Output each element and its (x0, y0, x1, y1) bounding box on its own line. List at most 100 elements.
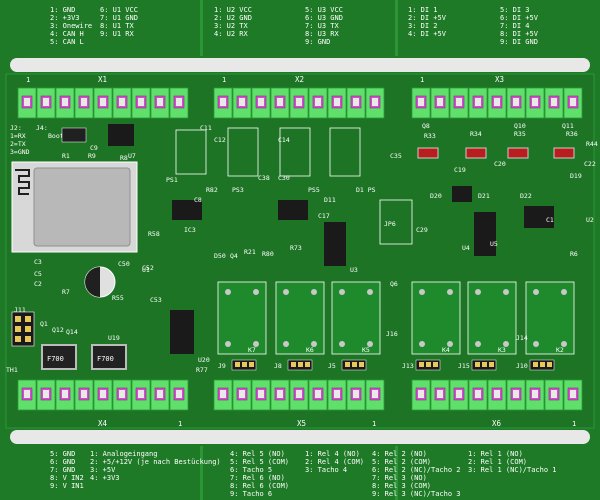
fuse-f700-1: F700 (41, 344, 77, 370)
jumper-j9[interactable]: J9 (218, 359, 257, 371)
ic-chip (108, 124, 134, 146)
terminal-screw[interactable] (112, 379, 132, 411)
relay-k6: K6 (275, 281, 325, 355)
terminal-screw[interactable] (449, 379, 469, 411)
terminal-screw[interactable] (506, 379, 526, 411)
jumper-j5[interactable]: J5 (328, 359, 367, 371)
terminal-screw[interactable] (93, 87, 113, 119)
ref-label: Q6 (390, 280, 398, 288)
terminal-blocks-bottom (17, 379, 583, 411)
terminal-screw[interactable] (150, 87, 170, 119)
jumper-j15[interactable]: J15 (458, 359, 497, 371)
relay-jumper-row: J9 J8 J5 J13 J15 J10 (218, 359, 555, 371)
terminal-screw[interactable] (55, 87, 75, 119)
header-j11[interactable] (11, 311, 35, 347)
terminal-screw[interactable] (449, 87, 469, 119)
pinout-line: 3: Onewire (50, 22, 92, 30)
ref-jp6: JP6 (384, 220, 396, 228)
terminal-screw[interactable] (131, 379, 151, 411)
terminal-screw[interactable] (365, 87, 385, 119)
terminal-screw[interactable] (169, 87, 189, 119)
ic-chip (170, 310, 194, 354)
pinout-line: 6: GND (50, 458, 75, 466)
terminal-block-x5 (213, 379, 385, 411)
terminal-screw[interactable] (36, 379, 56, 411)
terminal-screw[interactable] (525, 87, 545, 119)
terminal-screw[interactable] (506, 87, 526, 119)
terminal-screw[interactable] (487, 379, 507, 411)
ref-label: C11 (200, 124, 212, 132)
pinout-line: 3: DI 2 (408, 22, 438, 30)
ref-label: D19 (570, 172, 582, 180)
terminal-screw[interactable] (74, 87, 94, 119)
pinout-line: 1: Rel 1 (NO) (468, 450, 523, 458)
pinout-line: 9: Tacho 6 (230, 490, 272, 498)
ic-chip (452, 186, 472, 202)
ic-chip (278, 200, 308, 220)
terminal-screw[interactable] (525, 379, 545, 411)
pinout-line: 4: Rel 5 (NO) (230, 450, 285, 458)
terminal-screw[interactable] (327, 87, 347, 119)
terminal-screw[interactable] (430, 379, 450, 411)
terminal-screw[interactable] (251, 379, 271, 411)
ic-chip (324, 222, 346, 266)
terminal-screw[interactable] (563, 379, 583, 411)
terminal-screw[interactable] (289, 87, 309, 119)
terminal-screw[interactable] (468, 87, 488, 119)
bottom-pinout-group-1: 1: Analogeingang 2: +5/+12V (je nach Bes… (90, 450, 221, 482)
terminal-screw[interactable] (213, 87, 233, 119)
terminal-screw[interactable] (411, 87, 431, 119)
terminal-screw[interactable] (544, 379, 564, 411)
terminal-screw[interactable] (213, 379, 233, 411)
terminal-screw[interactable] (468, 379, 488, 411)
terminal-screw[interactable] (346, 379, 366, 411)
terminal-screw[interactable] (131, 87, 151, 119)
pinout-line: 4: DI +5V (408, 30, 447, 38)
jumper-j8[interactable]: J8 (274, 359, 313, 371)
pinout-line: 9: DI GND (500, 38, 538, 46)
ref-label: C52 (142, 264, 154, 272)
terminal-screw[interactable] (232, 379, 252, 411)
terminal-screw[interactable] (563, 87, 583, 119)
ref-label: U3 (350, 266, 358, 274)
jumper-j4[interactable] (61, 127, 87, 143)
power-supply-modules (175, 127, 361, 177)
terminal-screw[interactable] (232, 87, 252, 119)
terminal-screw[interactable] (112, 87, 132, 119)
pinout-line: 7: U3 TX (305, 22, 340, 30)
terminal-screw[interactable] (346, 87, 366, 119)
ref-label: U7 (128, 152, 136, 160)
terminal-screw[interactable] (93, 379, 113, 411)
terminal-screw[interactable] (270, 87, 290, 119)
pinout-line: 6: U1 VCC (100, 6, 138, 14)
ref-label: U20 (198, 356, 210, 364)
top-pinout-group-1: 6: U1 VCC 7: U1 GND 8: U1 TX 9: U1 RX (100, 6, 138, 38)
jumper-j10[interactable]: J10 (516, 359, 555, 371)
terminal-screw[interactable] (289, 379, 309, 411)
pinout-line: 6: DI +5V (500, 14, 539, 22)
terminal-screw[interactable] (251, 87, 271, 119)
terminal-screw[interactable] (308, 87, 328, 119)
ref-label: C22 (584, 160, 596, 168)
terminal-screw[interactable] (270, 379, 290, 411)
terminal-screw[interactable] (430, 87, 450, 119)
legend-line: R1 (62, 152, 70, 160)
terminal-screw[interactable] (308, 379, 328, 411)
jumper-j13[interactable]: J13 (402, 359, 441, 371)
terminal-screw[interactable] (36, 87, 56, 119)
terminal-screw[interactable] (411, 379, 431, 411)
terminal-screw[interactable] (17, 87, 37, 119)
jumper-legend: J2: 1=RX 2=TX 3=GND J4: Boot R1 (10, 124, 70, 160)
terminal-screw[interactable] (55, 379, 75, 411)
ref-label: C20 (494, 160, 506, 168)
terminal-screw[interactable] (327, 379, 347, 411)
terminal-screw[interactable] (17, 379, 37, 411)
terminal-screw[interactable] (487, 87, 507, 119)
terminal-screw[interactable] (544, 87, 564, 119)
terminal-screw[interactable] (169, 379, 189, 411)
terminal-screw[interactable] (74, 379, 94, 411)
pinout-line: 7: DI 4 (500, 22, 530, 30)
terminal-screw[interactable] (150, 379, 170, 411)
terminal-screw[interactable] (365, 379, 385, 411)
ref-label: R21 (244, 248, 256, 256)
